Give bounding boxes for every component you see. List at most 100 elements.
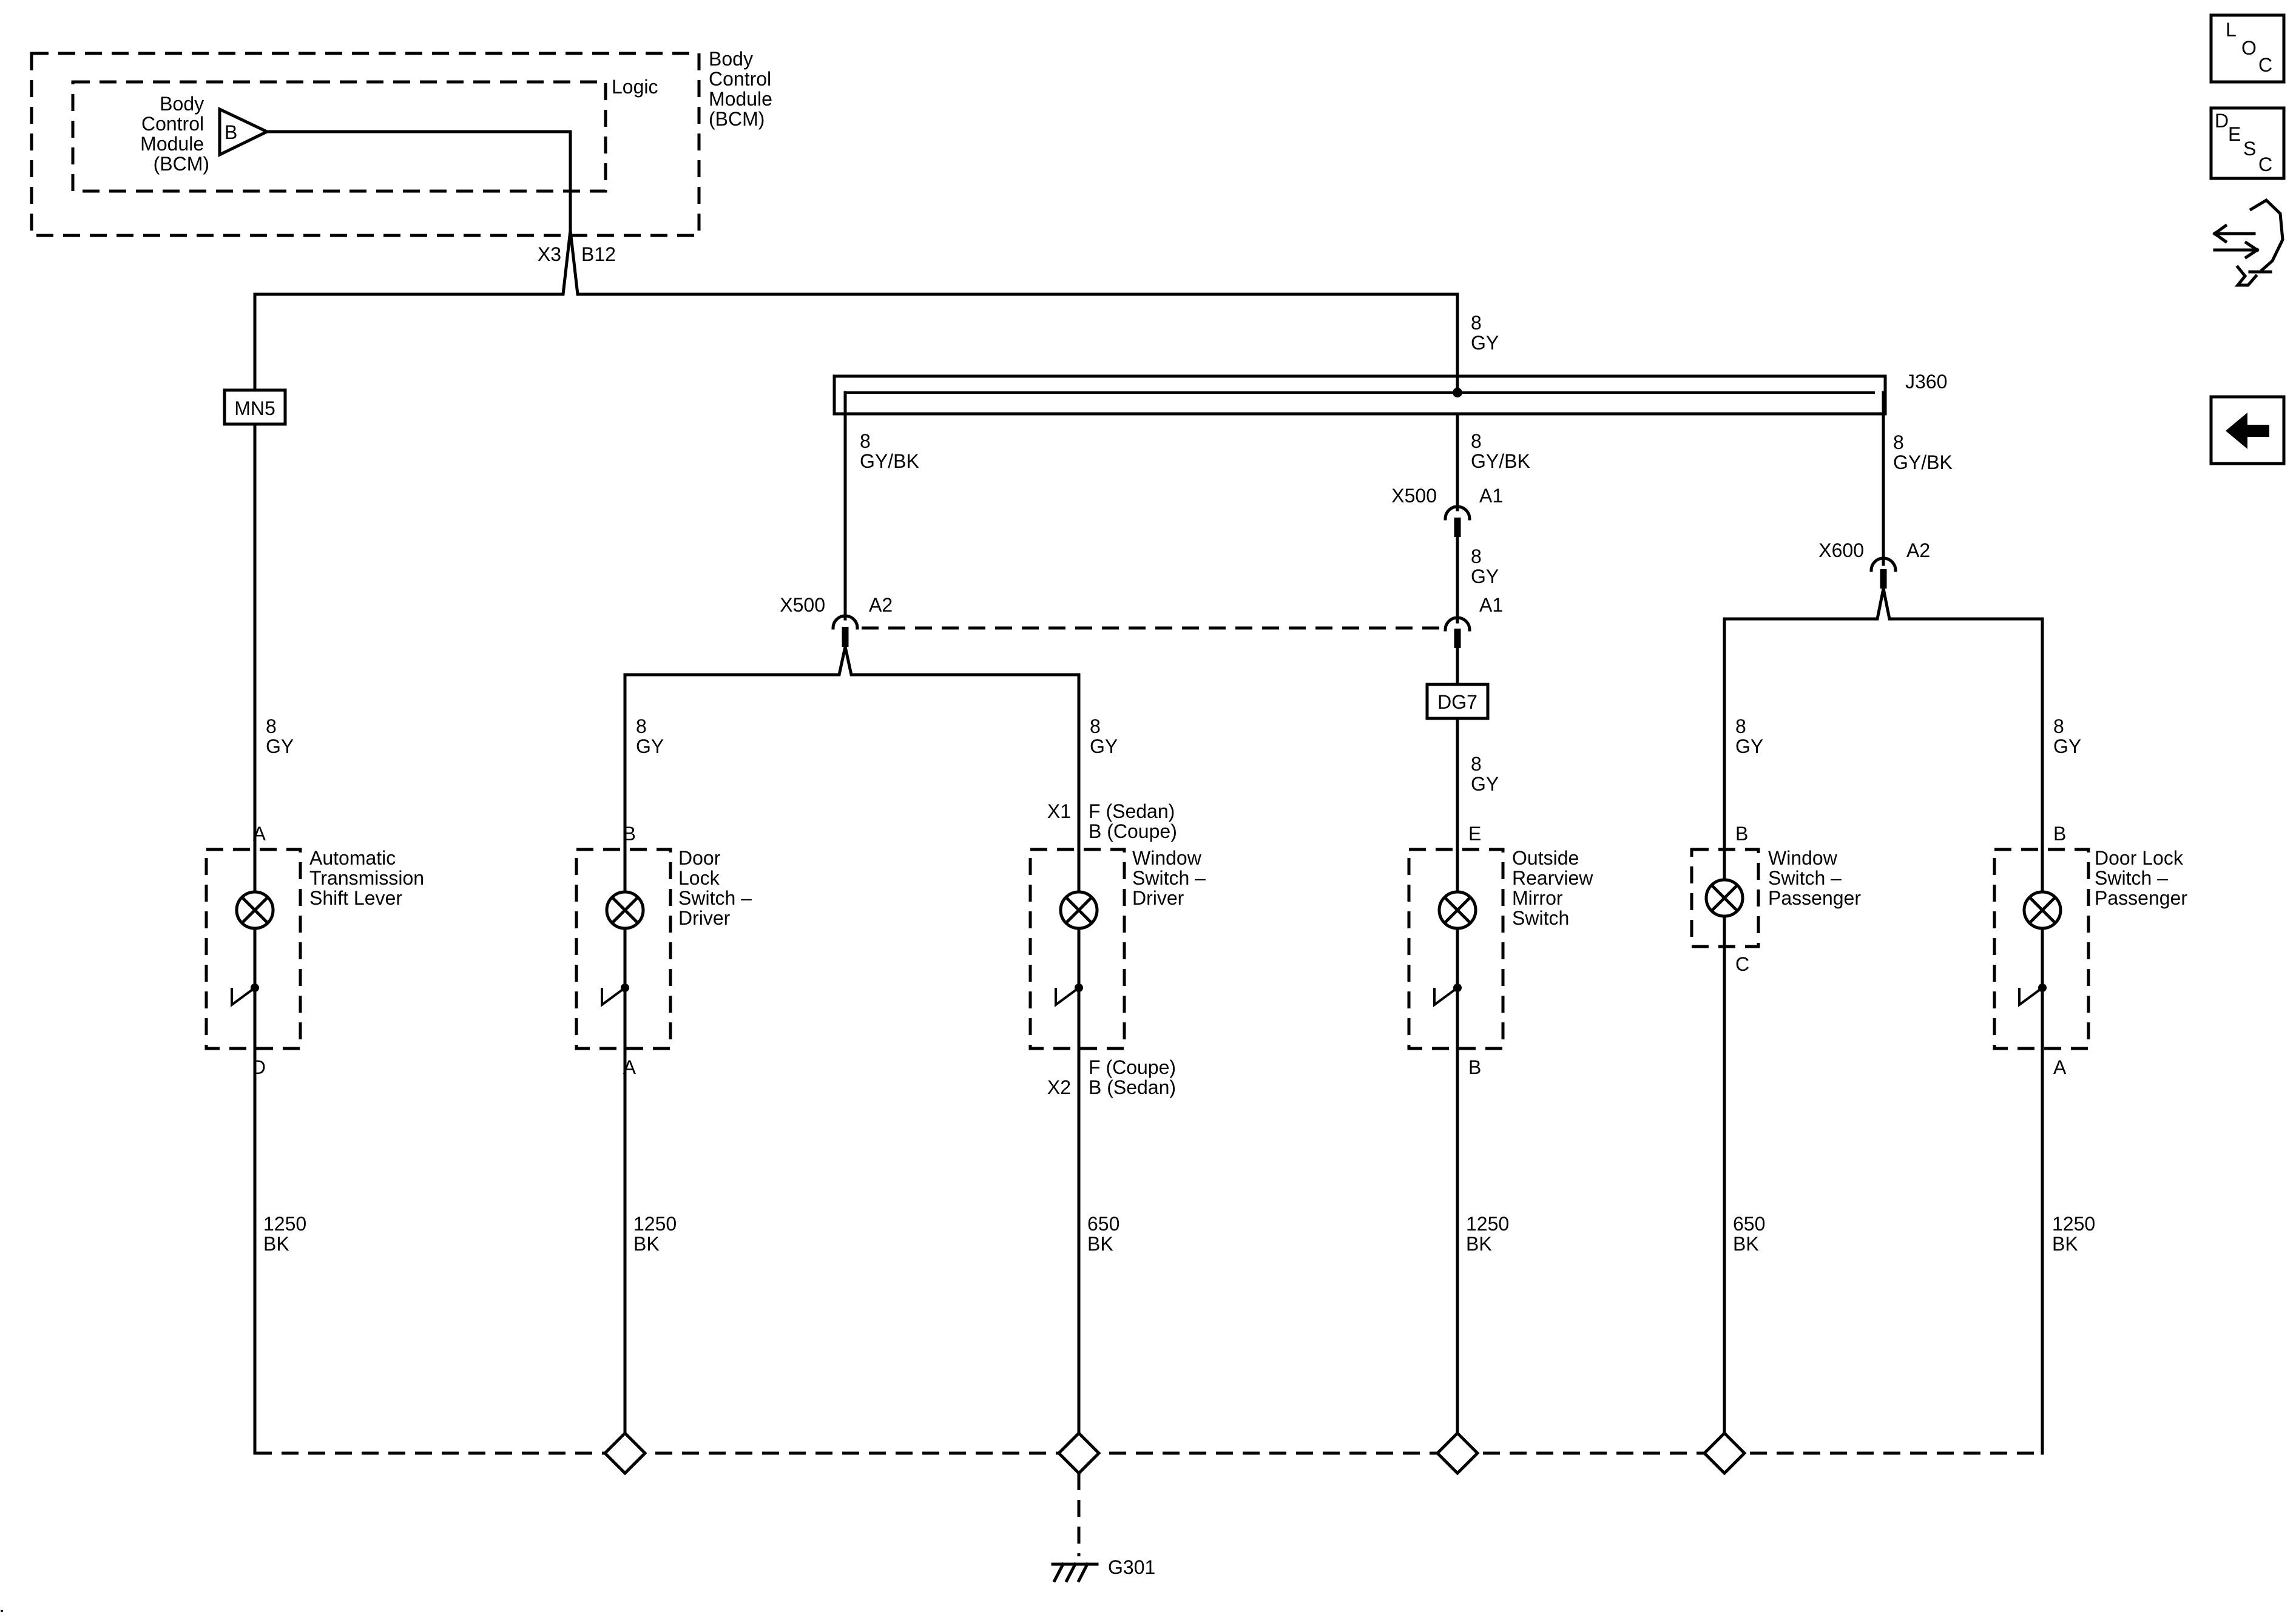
doorlock-driver-switch-icon bbox=[601, 987, 626, 1007]
ground-diamond-window-passenger bbox=[1702, 1431, 1747, 1476]
bcm-driver-triangle bbox=[218, 107, 271, 157]
component-mirror-switch: E B Outside Rearview Mirror Switch bbox=[1407, 823, 1598, 1078]
svg-text:L: L bbox=[2226, 19, 2237, 41]
mirror-switch-pin-bottom: B bbox=[1468, 1056, 1481, 1078]
connector-x500-a2-female bbox=[831, 614, 859, 630]
connector-x500-a1-lower-female bbox=[1443, 616, 1471, 632]
window-driver-switch-icon bbox=[1055, 987, 1080, 1007]
svg-text:O: O bbox=[2241, 37, 2257, 59]
window-driver-conn-bottom: X2 bbox=[1047, 1076, 1071, 1098]
component-doorlock-passenger: B A Door Lock Switch – Passenger bbox=[1993, 823, 2189, 1078]
window-passenger-label: Window Switch – Passenger bbox=[1768, 847, 1861, 909]
doorlock-passenger-pin-top: B bbox=[2053, 823, 2066, 845]
connector-x600-pin: A2 bbox=[1906, 539, 1930, 561]
component-window-driver: X1 F (Sedan) B (Coupe) Window Switch – D… bbox=[1028, 800, 1211, 1098]
bcm-connector-x3: X3 bbox=[538, 243, 561, 265]
window-driver-label: Window Switch – Driver bbox=[1132, 847, 1211, 909]
connector-x500-mid-pin: A1 bbox=[1479, 485, 1503, 507]
wire-x500-a2-fork bbox=[623, 646, 1081, 677]
doorlock-passenger-switch-icon bbox=[2018, 987, 2044, 1007]
bcm-module-outline bbox=[30, 52, 701, 237]
window-driver-pin-bottom: F (Coupe) B (Sedan) bbox=[1089, 1056, 1181, 1098]
svg-text:C: C bbox=[2258, 54, 2272, 76]
connector-repair-icon[interactable] bbox=[2212, 198, 2284, 287]
bcm-output-wire bbox=[265, 130, 572, 232]
splice-dg7-label: DG7 bbox=[1437, 691, 1477, 713]
bcm-pin-b12: B12 bbox=[581, 243, 616, 265]
window-driver-pin-top: F (Sedan) B (Coupe) bbox=[1089, 800, 1180, 842]
shift-lever-label: Automatic Transmission Shift Lever bbox=[309, 847, 430, 909]
mirror-switch-switch-icon bbox=[1433, 987, 1459, 1007]
connector-x500-left-name: X500 bbox=[780, 594, 825, 616]
component-shift-lever: A D Automatic Transmission Shift Lever bbox=[204, 823, 430, 1078]
bcm-outer-label: Body Control Module (BCM) bbox=[709, 48, 778, 130]
wire-x600-fork bbox=[1723, 588, 2044, 621]
component-doorlock-driver: B A Door Lock Switch – Driver bbox=[575, 823, 757, 1078]
connector-x500-left-pin: A2 bbox=[869, 594, 893, 616]
back-arrow-icon bbox=[2226, 413, 2269, 449]
connector-x500-lower-pin: A1 bbox=[1479, 594, 1503, 616]
ground-diamond-mirror bbox=[1435, 1431, 1480, 1476]
connector-x600-a2-female bbox=[1869, 556, 1897, 572]
window-driver-conn-top: X1 bbox=[1047, 800, 1071, 822]
ground-diamond-window-driver bbox=[1056, 1431, 1101, 1476]
ground-bus: G301 bbox=[253, 1353, 2044, 1583]
mirror-switch-outline bbox=[1407, 848, 1505, 1050]
ground-g301-label: G301 bbox=[1108, 1556, 1155, 1578]
component-window-passenger: B C Window Switch – Passenger bbox=[1690, 823, 1861, 975]
top-bus-wire bbox=[253, 230, 1459, 296]
window-passenger-outline bbox=[1690, 848, 1760, 948]
doorlock-driver-pin-bottom: A bbox=[623, 1056, 636, 1078]
shift-lever-pin-top: A bbox=[253, 823, 266, 845]
back-button[interactable] bbox=[2209, 395, 2286, 465]
svg-text:C: C bbox=[2258, 154, 2272, 175]
connector-x500-mid-name: X500 bbox=[1391, 485, 1437, 507]
j360-junction-dot bbox=[1453, 388, 1462, 397]
bcm-logic-outline bbox=[71, 80, 607, 193]
shift-lever-pin-bottom: D bbox=[252, 1056, 266, 1078]
connector-x600-name: X600 bbox=[1818, 539, 1864, 561]
ground-diamond-doorlock-driver bbox=[603, 1431, 647, 1476]
shift-lever-switch-icon bbox=[231, 987, 256, 1007]
svg-text:S: S bbox=[2243, 138, 2256, 160]
loc-button[interactable]: L O C bbox=[2209, 13, 2286, 84]
doorlock-passenger-label: Door Lock Switch – Passenger bbox=[2095, 847, 2189, 909]
doorlock-driver-outline bbox=[575, 848, 672, 1050]
bcm-driver-letter: B bbox=[225, 121, 237, 143]
window-passenger-pin-bottom: C bbox=[1735, 953, 1749, 975]
mirror-switch-label: Outside Rearview Mirror Switch bbox=[1512, 847, 1598, 929]
splice-pack-j360 bbox=[832, 374, 1887, 416]
window-driver-outline bbox=[1028, 848, 1126, 1050]
window-passenger-pin-top: B bbox=[1735, 823, 1748, 845]
splice-mn5 bbox=[223, 388, 287, 426]
doorlock-passenger-outline bbox=[1993, 848, 2090, 1050]
splice-mn5-label: MN5 bbox=[234, 397, 275, 419]
doorlock-driver-pin-top: B bbox=[623, 823, 636, 845]
shift-lever-outline bbox=[204, 848, 302, 1050]
svg-text:E: E bbox=[2228, 123, 2241, 145]
doorlock-driver-label: Door Lock Switch – Driver bbox=[678, 847, 757, 929]
doorlock-passenger-pin-bottom: A bbox=[2053, 1056, 2067, 1078]
desc-button[interactable]: D E S C bbox=[2209, 106, 2286, 180]
connector-x500-a1-female bbox=[1443, 505, 1471, 521]
bcm-logic-label: Logic bbox=[612, 76, 658, 98]
corner-mark bbox=[1, 1610, 3, 1612]
svg-text:D: D bbox=[2215, 110, 2229, 132]
mirror-switch-pin-top: E bbox=[1468, 823, 1481, 845]
